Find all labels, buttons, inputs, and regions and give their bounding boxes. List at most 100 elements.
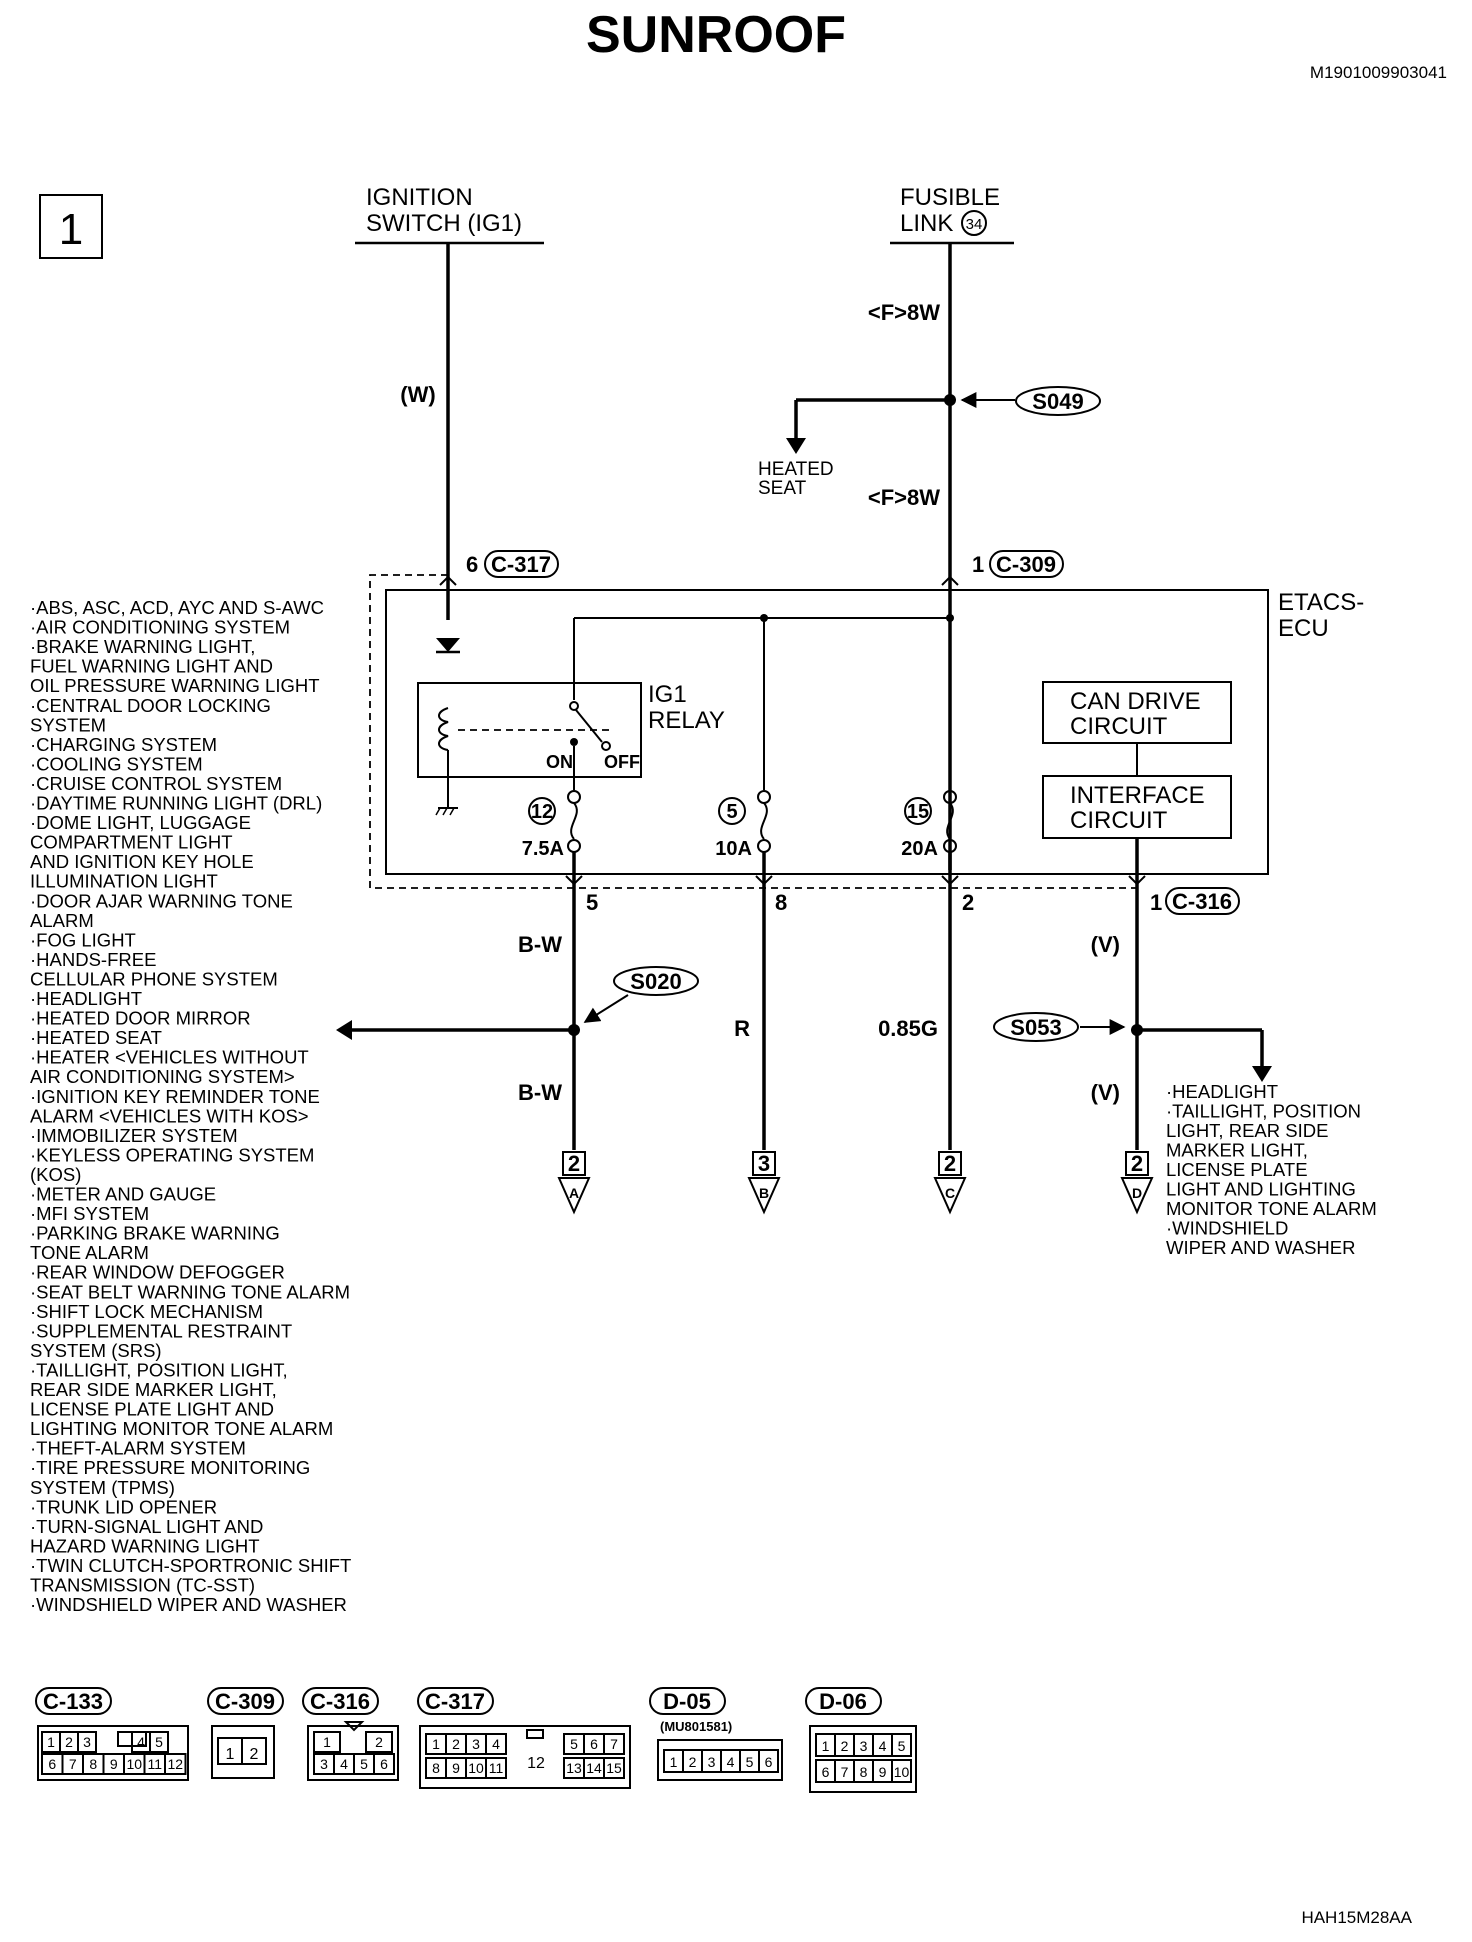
flag-2-c-page-box <box>938 1151 962 1176</box>
left-list-item: ·METER AND GAUGE <box>30 1184 216 1205</box>
c317-top-left-pin: 2 <box>452 1736 460 1752</box>
heated-seat-arrow <box>786 438 806 454</box>
fusible-link-label-2: LINK <box>900 210 953 237</box>
left-list-item: ·REAR WINDOW DEFOGGER <box>30 1262 285 1283</box>
c317-body <box>419 1725 631 1789</box>
pin1-wire-color-2: (V) <box>1091 1080 1120 1105</box>
left-list-item: ·IGNITION KEY REMINDER TONE <box>30 1086 320 1107</box>
left-list-item: ·AIR CONDITIONING SYSTEM <box>30 617 290 638</box>
fuse-15-number-circle <box>904 797 932 825</box>
c317-bottom-left-pin: 8 <box>432 1760 440 1776</box>
c133-top-pin: 3 <box>83 1734 91 1750</box>
connector-view-d06: D-06 <box>805 1687 917 1793</box>
c317-bottom-left-pin: 9 <box>452 1760 460 1776</box>
s053-right-arrow <box>1252 1066 1272 1082</box>
splice-label-s053: S053 <box>1010 1015 1061 1040</box>
heated-seat-label-2: SEAT <box>758 478 807 499</box>
c133-label-tag <box>35 1687 112 1715</box>
s020-pointer <box>583 994 629 1023</box>
left-list-item: ·CRUISE CONTROL SYSTEM <box>30 773 282 794</box>
left-list-item: ALARM <box>30 910 94 931</box>
c317-top-left-cell <box>485 1733 507 1755</box>
relay-coil <box>438 707 449 751</box>
d06-top-pin: 2 <box>841 1738 849 1754</box>
flag-3-b-letter: B <box>759 1185 769 1201</box>
flag-2-c[interactable]: 2 C <box>933 1151 967 1215</box>
d06-bottom-pin: 8 <box>860 1764 868 1780</box>
flag-3-b-page: 3 <box>758 1151 770 1176</box>
c309-pin: 1 <box>226 1746 235 1763</box>
splice-tag-s020 <box>613 966 699 996</box>
c133-bottom-pin: 10 <box>126 1756 142 1772</box>
c317-bottom-left-cell <box>485 1757 507 1779</box>
fuse-15-number: 15 <box>907 801 929 823</box>
fusible-wire-color-2: <F>8W <box>868 485 940 510</box>
fuse-5-number: 5 <box>726 801 737 823</box>
left-system-list: ·ABS, ASC, ACD, AYC AND S-AWC·AIR CONDIT… <box>30 597 351 1615</box>
ignition-wire-color: (W) <box>400 382 435 407</box>
left-list-item: ·HEATED DOOR MIRROR <box>30 1008 251 1029</box>
left-list-item: ·PARKING BRAKE WARNING <box>30 1223 280 1244</box>
can-drive-label-1: CAN DRIVE <box>1070 688 1201 715</box>
left-list-item: LICENSE PLATE LIGHT AND <box>30 1399 274 1420</box>
c316-bottom-cell <box>373 1753 395 1775</box>
connector-view-c317: C-317 <box>417 1687 631 1789</box>
c317-latch <box>526 1729 544 1739</box>
fuse-12-terminal-bottom <box>567 839 581 853</box>
d06-label-tag <box>805 1687 882 1715</box>
relay-label-2: RELAY <box>648 707 725 734</box>
c316-top-cell <box>313 1731 341 1753</box>
pin2-wire-color: 0.85G <box>878 1016 938 1041</box>
d06-bottom-pin: 6 <box>822 1764 830 1780</box>
fuse-5-terminal-bottom <box>757 839 771 853</box>
flag-3-b-page-box <box>752 1151 776 1176</box>
flag-2-c-letter: C <box>945 1185 955 1201</box>
fuse-12: 12 7.5A <box>522 790 581 860</box>
right-system-list: ·HEADLIGHT·TAILLIGHT, POSITION LIGHT, RE… <box>1166 1081 1377 1258</box>
left-list-item: ·KEYLESS OPERATING SYSTEM <box>30 1144 314 1165</box>
fuse-15-rating: 20A <box>901 838 938 860</box>
ground-hatch <box>442 807 448 816</box>
flag-2-a[interactable]: 2 A <box>557 1151 591 1215</box>
flag-2-a-page: 2 <box>568 1151 580 1176</box>
c317-view-label-tag <box>417 1687 494 1715</box>
c133-label: C-133 <box>43 1689 103 1714</box>
d05-label-tag <box>649 1687 726 1715</box>
d05-pin: 5 <box>746 1754 754 1770</box>
left-list-item: ·ABS, ASC, ACD, AYC AND S-AWC <box>30 597 324 618</box>
relay-switch-arm <box>575 709 603 743</box>
ecu-name-2: ECU <box>1278 615 1329 642</box>
flag-2-d[interactable]: 2 D <box>1120 1151 1154 1215</box>
left-list-item: ·DAYTIME RUNNING LIGHT (DRL) <box>30 793 322 814</box>
fuse-5-rating: 10A <box>715 838 752 860</box>
c317-connector-tag <box>484 550 559 578</box>
left-list-item: ·SHIFT LOCK MECHANISM <box>30 1301 263 1322</box>
left-list-item: CELLULAR PHONE SYSTEM <box>30 968 278 989</box>
c133-bottom-pin: 11 <box>147 1756 162 1772</box>
d06-bottom-cell <box>891 1759 912 1783</box>
fuse-5-terminal-top <box>757 790 771 804</box>
d06-label: D-06 <box>819 1689 867 1714</box>
flag-3-b[interactable]: 3 B <box>747 1151 781 1215</box>
pin2-number: 2 <box>962 890 974 915</box>
ignition-switch-label-1: IGNITION <box>366 184 473 211</box>
flag-2-d-letter: D <box>1132 1185 1142 1201</box>
pin8-wire-color: R <box>734 1016 750 1041</box>
left-list-item: TRANSMISSION (TC-SST) <box>30 1575 255 1596</box>
c317-top-right-pin: 7 <box>610 1736 618 1752</box>
c309-pin-number: 1 <box>972 552 984 577</box>
right-list-item: ·HEADLIGHT <box>1166 1081 1278 1102</box>
d06-bottom-pin: 7 <box>841 1764 849 1780</box>
connector-view-c316: C-316 <box>302 1687 399 1781</box>
right-list-item: MONITOR TONE ALARM <box>1166 1198 1377 1219</box>
pin5-wire-color-1: B-W <box>518 932 562 957</box>
fusible-number-circle <box>961 210 987 236</box>
c317-pin-number: 6 <box>466 552 478 577</box>
relay-common-contact <box>569 701 579 711</box>
c309-view-label: C-309 <box>215 1689 275 1714</box>
flag-3-b-triangle <box>747 1177 781 1215</box>
c309-body <box>211 1725 275 1779</box>
flag-2-d-triangle <box>1120 1177 1154 1215</box>
